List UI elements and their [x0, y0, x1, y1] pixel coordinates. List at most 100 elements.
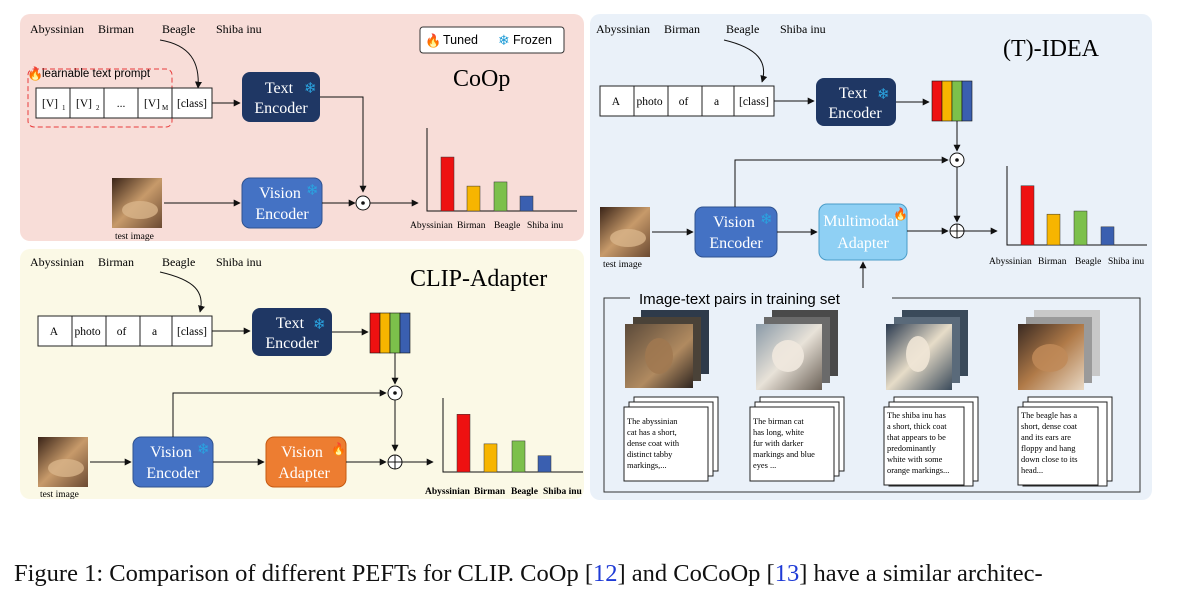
- pair-birman-images: [756, 310, 838, 390]
- bar-birman: [483, 443, 498, 473]
- coop-text-encoder-label: Text Encoder: [254, 80, 308, 117]
- ca-vision-encoder-label: Vision Encoder: [146, 444, 200, 482]
- coop-token-sub-0: 1: [62, 104, 66, 112]
- coop-token-1: [V]: [76, 98, 92, 110]
- snowflake-icon: ❄: [304, 80, 317, 97]
- pair-abyssinian-images: [625, 310, 709, 388]
- coop-category-labels: Abyssinian Birman Beagle Shiba inu: [30, 22, 262, 36]
- coop-test-image: [112, 178, 162, 228]
- coop-token-3: [V]: [144, 98, 160, 110]
- idea-text-encoder-label: Text Encoder: [828, 85, 882, 122]
- coop-title: CoOp: [453, 66, 510, 92]
- snowflake-icon: ❄: [306, 182, 319, 199]
- clip-adapter-title: CLIP-Adapter: [410, 266, 547, 292]
- bar-beagle: [511, 440, 526, 473]
- pair-birman-text: The birman cat has long, white fur with …: [749, 396, 845, 482]
- chart-axes: [1006, 166, 1147, 246]
- coop-class-arrow: [159, 39, 202, 89]
- svg-text:[V]: [V]: [144, 98, 160, 110]
- ca-cat-2: Beagle: [162, 255, 195, 269]
- tick-label-beagle: Beagle: [494, 221, 520, 231]
- svg-text:...: ...: [117, 98, 126, 110]
- bar-beagle: [493, 181, 508, 212]
- tick-label-abyssinian: Abyssinian: [410, 221, 453, 231]
- bar-shiba-inu: [1100, 226, 1115, 246]
- svg-text:[V]: [V]: [76, 98, 92, 110]
- pair-shiba-text: The shiba inu has a short, thick coat th…: [883, 396, 979, 487]
- training-set-title: Image-text pairs in training set: [639, 291, 841, 308]
- bar-abyssinian: [440, 156, 455, 212]
- ca-text-encoder: [252, 308, 332, 356]
- idea-text-encoder: [816, 78, 896, 126]
- learnable-prompt-label: learnable text prompt: [42, 68, 151, 80]
- snowflake-icon: ❄: [498, 32, 510, 48]
- coop-legend-box: [419, 26, 565, 54]
- tick-label-shiba-inu: Shiba inu: [1108, 257, 1144, 267]
- coop-prompt-tokens: [V] 1 [V] 2 ... [V] M [class]: [35, 87, 213, 119]
- ca-cat-3: Shiba inu: [216, 255, 262, 269]
- snowflake-icon: ❄: [197, 441, 210, 458]
- pair-abyssinian-caption: The abyssinian cat has a short, dense co…: [627, 417, 681, 470]
- legend-tuned-label: Tuned: [443, 33, 478, 47]
- coop-token-2: ...: [117, 98, 126, 110]
- ca-text-encoder-label: Text Encoder: [265, 315, 319, 352]
- tick-label-birman: Birman: [457, 221, 486, 231]
- snowflake-icon: ❄: [877, 86, 890, 103]
- snowflake-icon: ❄: [760, 211, 773, 228]
- pair-beagle-caption: The beagle has a short, dense coat and i…: [1021, 411, 1080, 475]
- coop-bar-chart: Abyssinian Birman Beagle Shiba inu: [410, 128, 577, 231]
- ca-text-feature-bar: [369, 312, 411, 354]
- svg-text:A photo of: A photo of a [class]: [612, 96, 769, 108]
- pair-abyssinian-text: The abyssinian cat has a short, dense co…: [623, 396, 719, 482]
- tick-label-shiba-inu: Shiba inu: [527, 221, 563, 231]
- clip-adapter-diagram: Abyssinian Birman Beagle Shiba inu CLIP-…: [30, 255, 547, 500]
- caption-prefix: Figure 1: Comparison of different PEFTs …: [14, 560, 593, 587]
- pair-shiba-caption: The shiba inu has a short, thick coat th…: [887, 411, 949, 475]
- ca-test-image-label: test image: [40, 490, 79, 500]
- fire-icon: 🔥: [331, 442, 346, 456]
- fire-icon: 🔥: [893, 207, 908, 221]
- coop-token-sub-3: M: [162, 104, 169, 112]
- ca-vision-adapter-label: Vision Adapter: [278, 444, 330, 482]
- fire-icon: 🔥: [425, 33, 441, 48]
- idea-vision-encoder-label: Vision Encoder: [709, 214, 763, 252]
- fire-icon: 🔥: [27, 66, 43, 81]
- caption-ref-coop[interactable]: 12: [593, 560, 618, 587]
- coop-cat-2: Beagle: [162, 22, 195, 36]
- tick-label-abyssinian: Abyssinian: [425, 487, 471, 497]
- bar-birman: [1046, 213, 1061, 246]
- bar-birman: [466, 185, 481, 212]
- tick-label-abyssinian: Abyssinian: [989, 257, 1032, 267]
- idea-title: (T)-IDEA: [1003, 36, 1100, 62]
- ca-cat-1: Birman: [98, 255, 134, 269]
- coop-vision-encoder-label: Vision Encoder: [255, 185, 309, 223]
- coop-text-encoder: [242, 72, 320, 122]
- caption-suffix: ] have a similar architec-: [799, 560, 1043, 587]
- ca-test-image: [38, 437, 88, 487]
- caption-ref-cocoop[interactable]: 13: [774, 560, 800, 587]
- tick-label-beagle: Beagle: [511, 487, 538, 497]
- tick-label-shiba-inu: Shiba inu: [543, 487, 583, 497]
- chart-axes: [442, 398, 583, 473]
- caption-mid: ] and CoCoOp [: [617, 560, 775, 587]
- idea-test-image-label: test image: [603, 260, 642, 270]
- snowflake-icon: ❄: [313, 316, 326, 333]
- coop-token-sub-1: 2: [96, 104, 100, 112]
- idea-text-feature-bar: [931, 80, 973, 122]
- coop-token-0: [V]: [42, 98, 58, 110]
- tick-label-birman: Birman: [474, 487, 506, 497]
- pair-beagle-images: [1018, 310, 1100, 390]
- pair-birman-caption: The birman cat has long, white fur with …: [753, 417, 817, 470]
- svg-text:[class]: [class]: [177, 98, 207, 110]
- bar-shiba-inu: [537, 455, 552, 473]
- bar-abyssinian: [1020, 185, 1035, 246]
- bar-beagle: [1073, 210, 1088, 246]
- coop-cat-1: Birman: [98, 22, 134, 36]
- pair-beagle-text: The beagle has a short, dense coat and i…: [1017, 396, 1113, 487]
- ca-cat-0: Abyssinian: [30, 255, 84, 269]
- pair-shiba-images: [886, 310, 968, 390]
- ca-category-labels: Abyssinian Birman Beagle Shiba inu: [30, 255, 262, 269]
